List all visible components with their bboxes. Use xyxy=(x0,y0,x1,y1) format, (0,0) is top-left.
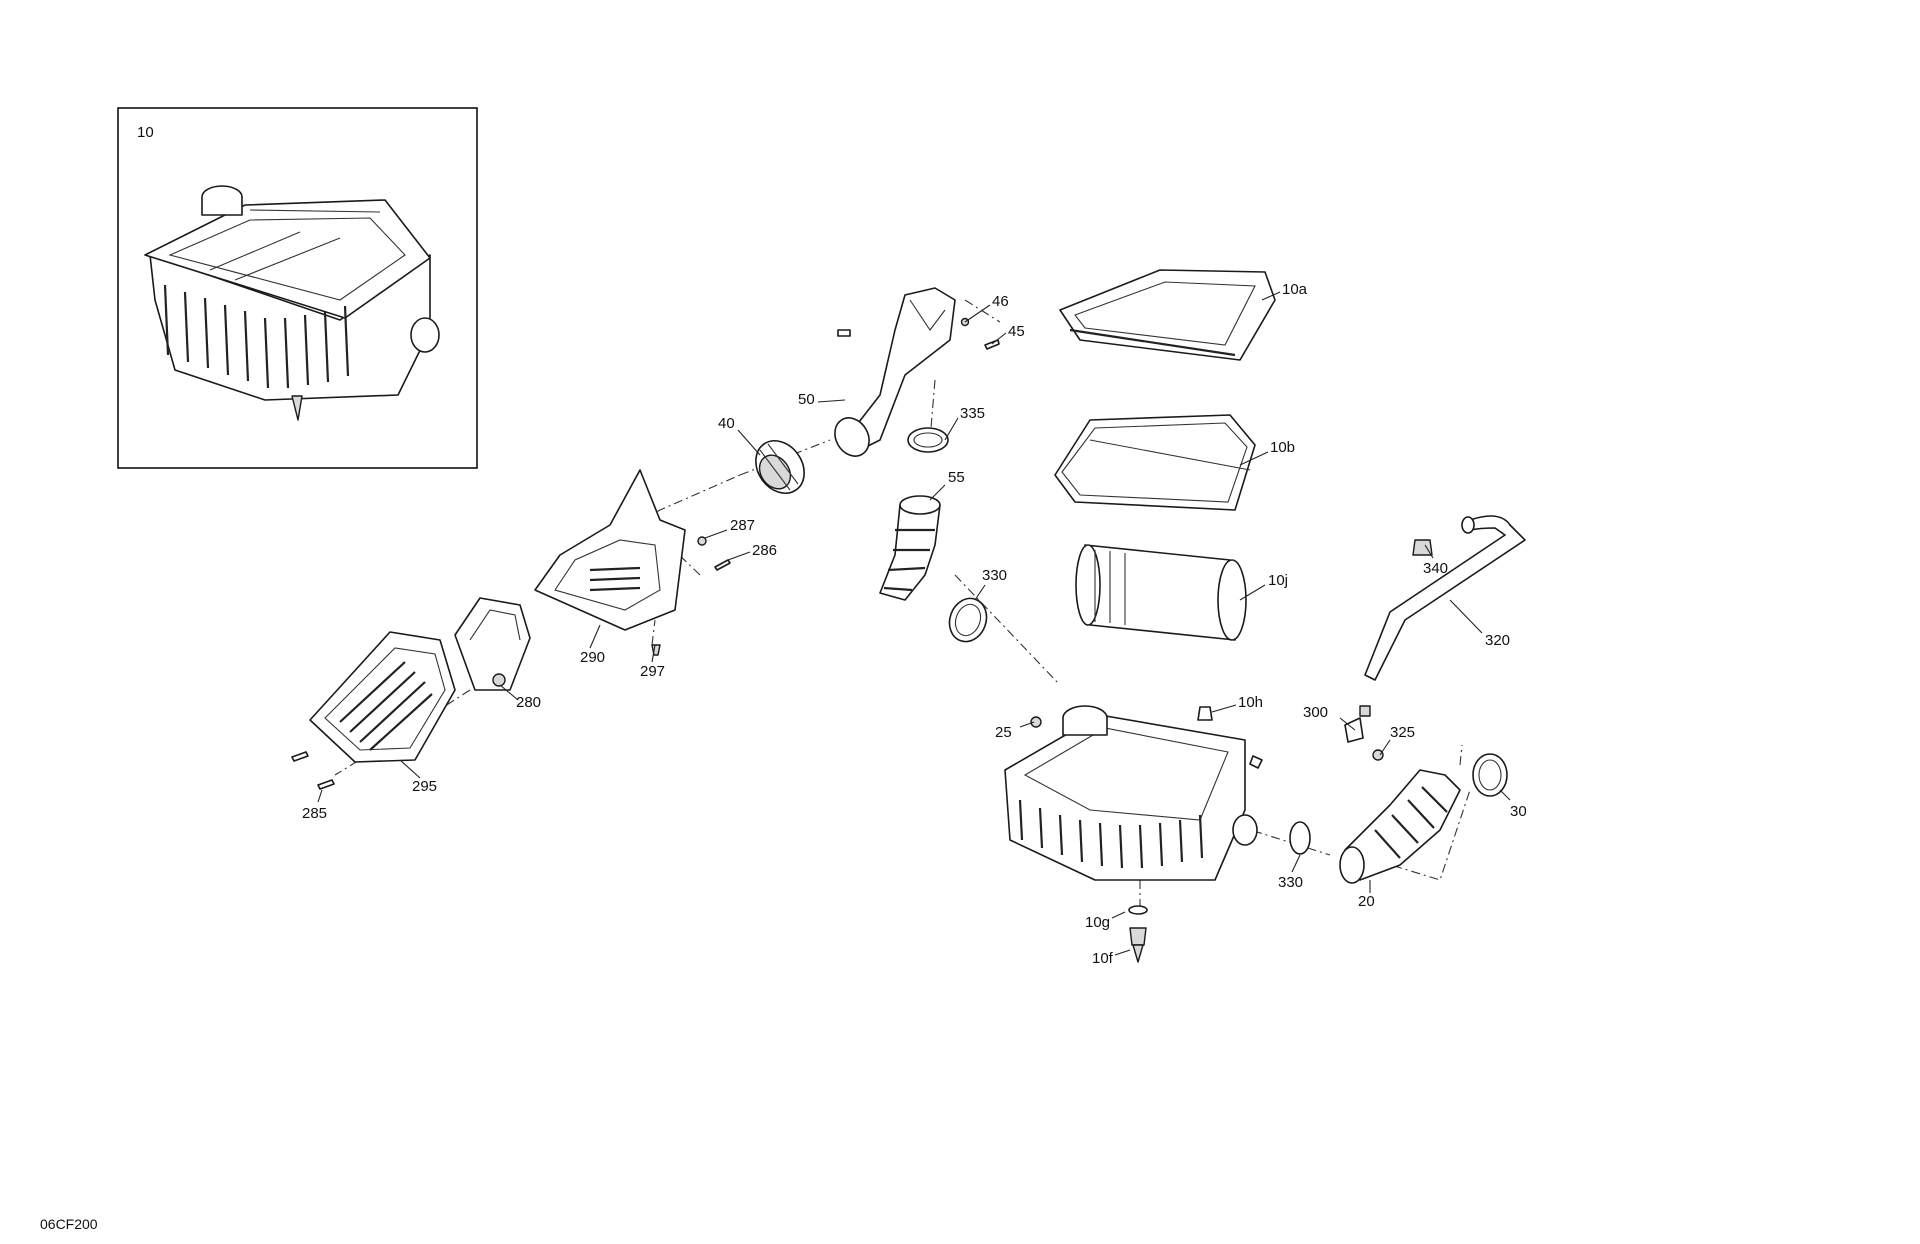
callout-280: 280 xyxy=(516,694,541,711)
callout-285: 285 xyxy=(302,805,327,822)
part-320-vent-hose xyxy=(1364,515,1526,681)
part-20-outlet-bellows xyxy=(1339,769,1461,884)
callout-320: 320 xyxy=(1485,632,1510,649)
part-30-clamp xyxy=(1472,753,1508,797)
callout-45: 45 xyxy=(1008,323,1025,340)
screws-285 xyxy=(291,751,335,790)
part-50-upper-duct xyxy=(834,287,956,457)
callout-10f: 10f xyxy=(1092,950,1114,967)
callout-10h: 10h xyxy=(1238,694,1263,711)
leader-lines xyxy=(317,291,1511,956)
part-330-clamp-lower xyxy=(1289,821,1311,855)
callout-55: 55 xyxy=(948,469,965,486)
drawing-code: 06CF200 xyxy=(40,1216,98,1232)
part-10a-airbox-lid xyxy=(1059,269,1276,361)
part-335-clamp xyxy=(907,427,949,453)
part-330-clamp-upper xyxy=(948,597,988,643)
part-340-cap xyxy=(1412,539,1433,556)
inset-frame xyxy=(117,107,478,469)
part-10h-clip xyxy=(1197,706,1263,769)
part-10j-filter-element xyxy=(1075,544,1247,641)
part-290-intake-duct xyxy=(534,469,686,631)
part-295-intake-grille xyxy=(309,631,456,763)
callout-290: 290 xyxy=(580,649,605,666)
part-280-filter-housing xyxy=(454,597,531,691)
callout-325: 325 xyxy=(1390,724,1415,741)
part-40-coupling xyxy=(755,440,805,494)
airbox-assembly-drawing xyxy=(144,185,440,421)
parts-300-325-sensor xyxy=(1344,705,1384,761)
callout-10b: 10b xyxy=(1270,439,1295,456)
part-10-airbox-base xyxy=(1004,705,1258,881)
callout-295: 295 xyxy=(412,778,437,795)
callout-330-upper: 330 xyxy=(982,567,1007,584)
part-10b-seal xyxy=(1054,414,1256,511)
callout-300: 300 xyxy=(1303,704,1328,721)
callout-30: 30 xyxy=(1510,803,1527,820)
callout-40: 40 xyxy=(718,415,735,432)
callout-287: 287 xyxy=(730,517,755,534)
callout-10a: 10a xyxy=(1282,281,1308,298)
callout-10g: 10g xyxy=(1085,914,1110,931)
part-25-grommet xyxy=(1030,716,1042,728)
callout-330-lower: 330 xyxy=(1278,874,1303,891)
inset-label: 10 xyxy=(137,124,154,141)
callout-25: 25 xyxy=(995,724,1012,741)
callout-46: 46 xyxy=(992,293,1009,310)
callout-297: 297 xyxy=(640,663,665,680)
inset-assembled-airbox: 10 xyxy=(117,107,478,469)
screws-46-45 xyxy=(960,317,1000,350)
fasteners-287-286-297 xyxy=(651,536,731,656)
callout-50: 50 xyxy=(798,391,815,408)
callout-labels: 10a 46 45 50 335 40 55 10b 287 286 330 1… xyxy=(302,281,1527,967)
callout-335: 335 xyxy=(960,405,985,422)
callout-286: 286 xyxy=(752,542,777,559)
callout-10j: 10j xyxy=(1268,572,1288,589)
callout-20: 20 xyxy=(1358,893,1375,910)
callout-340: 340 xyxy=(1423,560,1448,577)
part-55-bellows-hose xyxy=(879,495,941,601)
parts-10g-10f-drain-valve xyxy=(1128,905,1148,963)
